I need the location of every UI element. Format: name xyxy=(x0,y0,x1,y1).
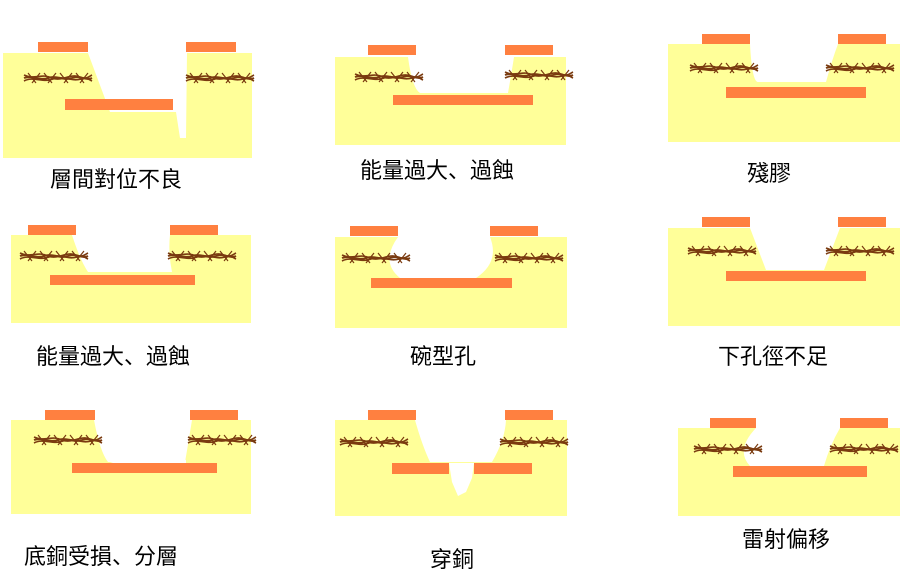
caption-over-energy-2: 能量過大、過蝕 xyxy=(36,345,191,370)
caption-bowl-hole: 碗型孔 xyxy=(410,345,477,370)
panel-bowl-hole xyxy=(335,226,567,328)
caption-bottom-copper-damage: 底銅受損、分層 xyxy=(24,545,179,570)
panel-residue xyxy=(668,34,900,142)
caption-misregistration: 層間對位不良 xyxy=(50,168,183,193)
panel-over-energy-2 xyxy=(11,225,251,323)
panel-misregistration xyxy=(3,42,255,158)
panel-insufficient-bottom xyxy=(668,217,900,326)
caption-insufficient-bottom: 下孔徑不足 xyxy=(718,345,829,370)
panel-laser-offset xyxy=(678,418,900,516)
caption-residue: 殘膠 xyxy=(747,162,792,187)
caption-over-energy-1: 能量過大、過蝕 xyxy=(360,159,515,184)
panel-bottom-copper-damage xyxy=(11,410,257,514)
panel-copper-punch-through xyxy=(335,410,569,516)
caption-copper-punch-through: 穿銅 xyxy=(430,548,475,573)
caption-laser-offset: 雷射偏移 xyxy=(742,528,831,553)
panel-over-energy-1 xyxy=(335,45,574,145)
